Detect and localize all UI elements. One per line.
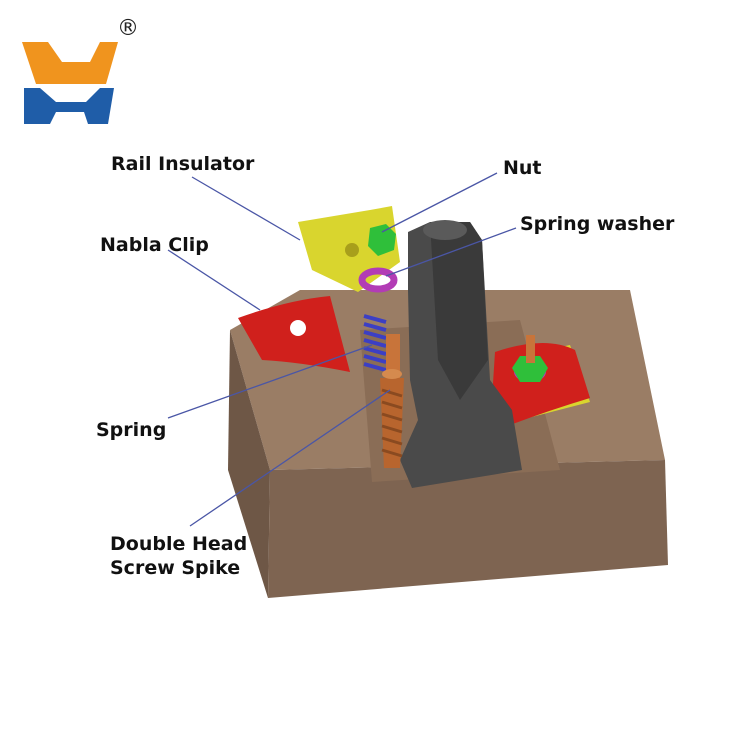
leader-nut [381, 172, 498, 233]
spring [363, 314, 387, 372]
nabla-clip [238, 296, 350, 372]
label-nut: Nut [503, 157, 542, 179]
registered-mark: ® [117, 16, 139, 41]
label-spring-washer: Spring washer [520, 213, 675, 235]
leader-lines [167, 172, 517, 527]
double-head-screw-spike [380, 334, 404, 468]
rail [400, 220, 522, 488]
nut [368, 224, 396, 256]
leader-spring-washer [385, 227, 517, 277]
leader-nabla-clip [167, 249, 261, 311]
right-nut-washer [512, 335, 548, 382]
label-screw-spike-line1: Double Head [110, 533, 248, 555]
spring-washer [358, 267, 398, 293]
label-spring: Spring [96, 419, 167, 441]
leader-screw-spike [189, 389, 391, 527]
leader-spring [167, 344, 373, 419]
company-logo [22, 42, 118, 124]
label-rail-insulator: Rail Insulator [111, 153, 255, 175]
leader-rail-insulator [191, 176, 301, 241]
label-nabla-clip: Nabla Clip [100, 234, 209, 256]
label-screw-spike-line2: Screw Spike [110, 557, 241, 579]
